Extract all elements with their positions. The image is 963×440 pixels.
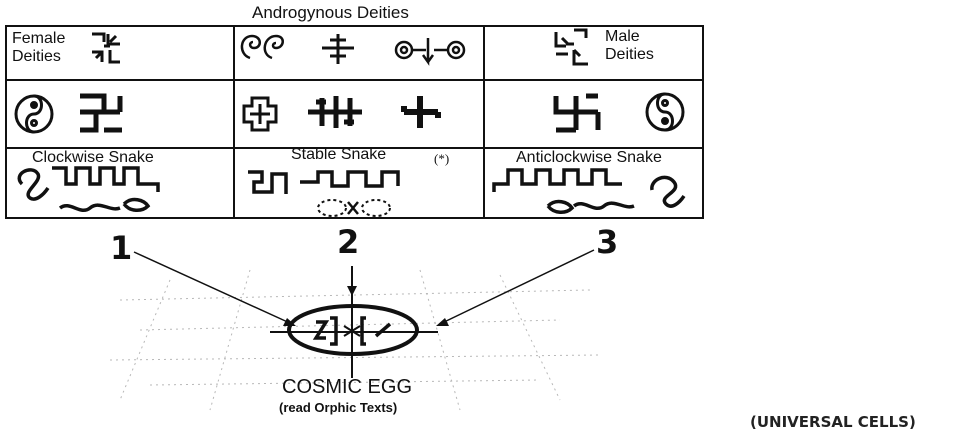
female-swastika-icon	[92, 34, 120, 62]
stable-snake-x-icon	[348, 202, 358, 214]
chakana-cross-icon	[244, 98, 276, 130]
yin-yang-left-icon	[16, 96, 52, 132]
cosmic-egg-subtitle: (read Orphic Texts)	[279, 401, 397, 414]
double-spiral-arrow-icon	[396, 38, 464, 62]
cross-arrows-icon	[322, 34, 354, 64]
spiral-icon	[242, 36, 283, 58]
stable-snake-label: Stable Snake	[291, 147, 386, 163]
stable-snake-note: (*)	[434, 152, 449, 165]
anticlockwise-snake-label: Anticlockwise Snake	[516, 150, 662, 166]
male-deities-label: Male Deities	[605, 28, 685, 64]
clockwise-snake-label: Clockwise Snake	[32, 150, 154, 166]
male-swastika-icon	[556, 30, 588, 64]
clockwise-snake-icon	[19, 168, 158, 210]
cosmic-egg-title: COSMIC EGG	[282, 377, 412, 397]
cosmic-egg-icon	[270, 266, 438, 378]
swastika-left-icon	[80, 96, 122, 130]
stable-snake-icon	[248, 172, 398, 194]
anticlockwise-snake-icon	[494, 170, 684, 212]
universal-cells-caption: (UNIVERSAL CELLS)	[750, 415, 916, 430]
androgynous-deities-title: Androgynous Deities	[252, 4, 409, 21]
arrow-lines	[134, 250, 594, 324]
arrow-number-1: 1	[110, 232, 132, 264]
bent-cross-icon	[404, 96, 438, 128]
swastika-right-icon	[556, 96, 598, 130]
arrow-number-3: 3	[596, 226, 618, 258]
yin-yang-right-icon	[647, 94, 683, 130]
arrow-number-2: 2	[337, 226, 359, 258]
female-deities-label: Female Deities	[12, 30, 72, 66]
meander-cross-icon	[308, 96, 362, 128]
